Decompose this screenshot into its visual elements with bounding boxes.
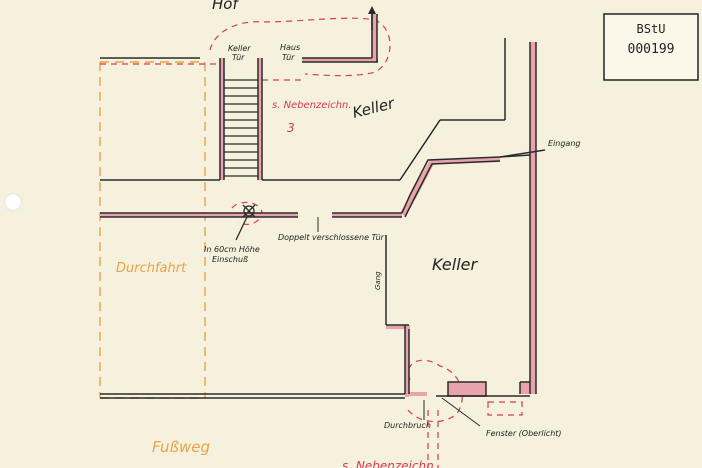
label-haus-tuer-2: Tür [282, 53, 295, 62]
label-einschuss: Einschuß [212, 255, 248, 264]
north-arrow [368, 6, 376, 30]
label-hoehe: In 60cm Höhe [204, 245, 260, 254]
bullet-hole-mark [235, 204, 256, 241]
label-fussweg: Fußweg [152, 438, 210, 456]
label-nebenzeichnung-bottom: s. Nebenzeichn. [342, 459, 437, 468]
red-dash-overlay [100, 17, 523, 468]
staircase [224, 79, 258, 177]
label-nebenzeichnung-nr: 3 [287, 121, 295, 135]
label-durchfahrt: Durchfahrt [116, 261, 187, 276]
label-durchbruch: Durchbruch [384, 421, 431, 430]
label-fenster: Fenster (Oberlicht) [486, 429, 562, 438]
label-hof: Hof [212, 0, 240, 13]
label-keller-tuer: Keller [228, 44, 251, 53]
label-keller-tuer-2: Tür [232, 53, 245, 62]
pointer-lines [317, 217, 481, 427]
wall-fills [100, 14, 536, 397]
label-doppelt-tuer: Doppelt verschlossene Tür [278, 233, 385, 242]
label-nebenzeichnung: s. Nebenzeichn. [272, 100, 352, 111]
punch-hole [4, 193, 22, 211]
stamp-line-2: 000199 [628, 42, 675, 57]
durchfahrt-outline [99, 61, 206, 399]
bstu-stamp: BStU 000199 [603, 13, 699, 81]
label-keller-lower: Keller [432, 255, 479, 274]
label-gang: Gang [374, 271, 382, 290]
label-keller-upper: Keller [351, 94, 397, 122]
stamp-line-1: BStU [637, 22, 666, 36]
label-eingang: Eingang [548, 139, 580, 148]
label-haus-tuer: Haus [280, 43, 300, 52]
walls [100, 14, 546, 399]
